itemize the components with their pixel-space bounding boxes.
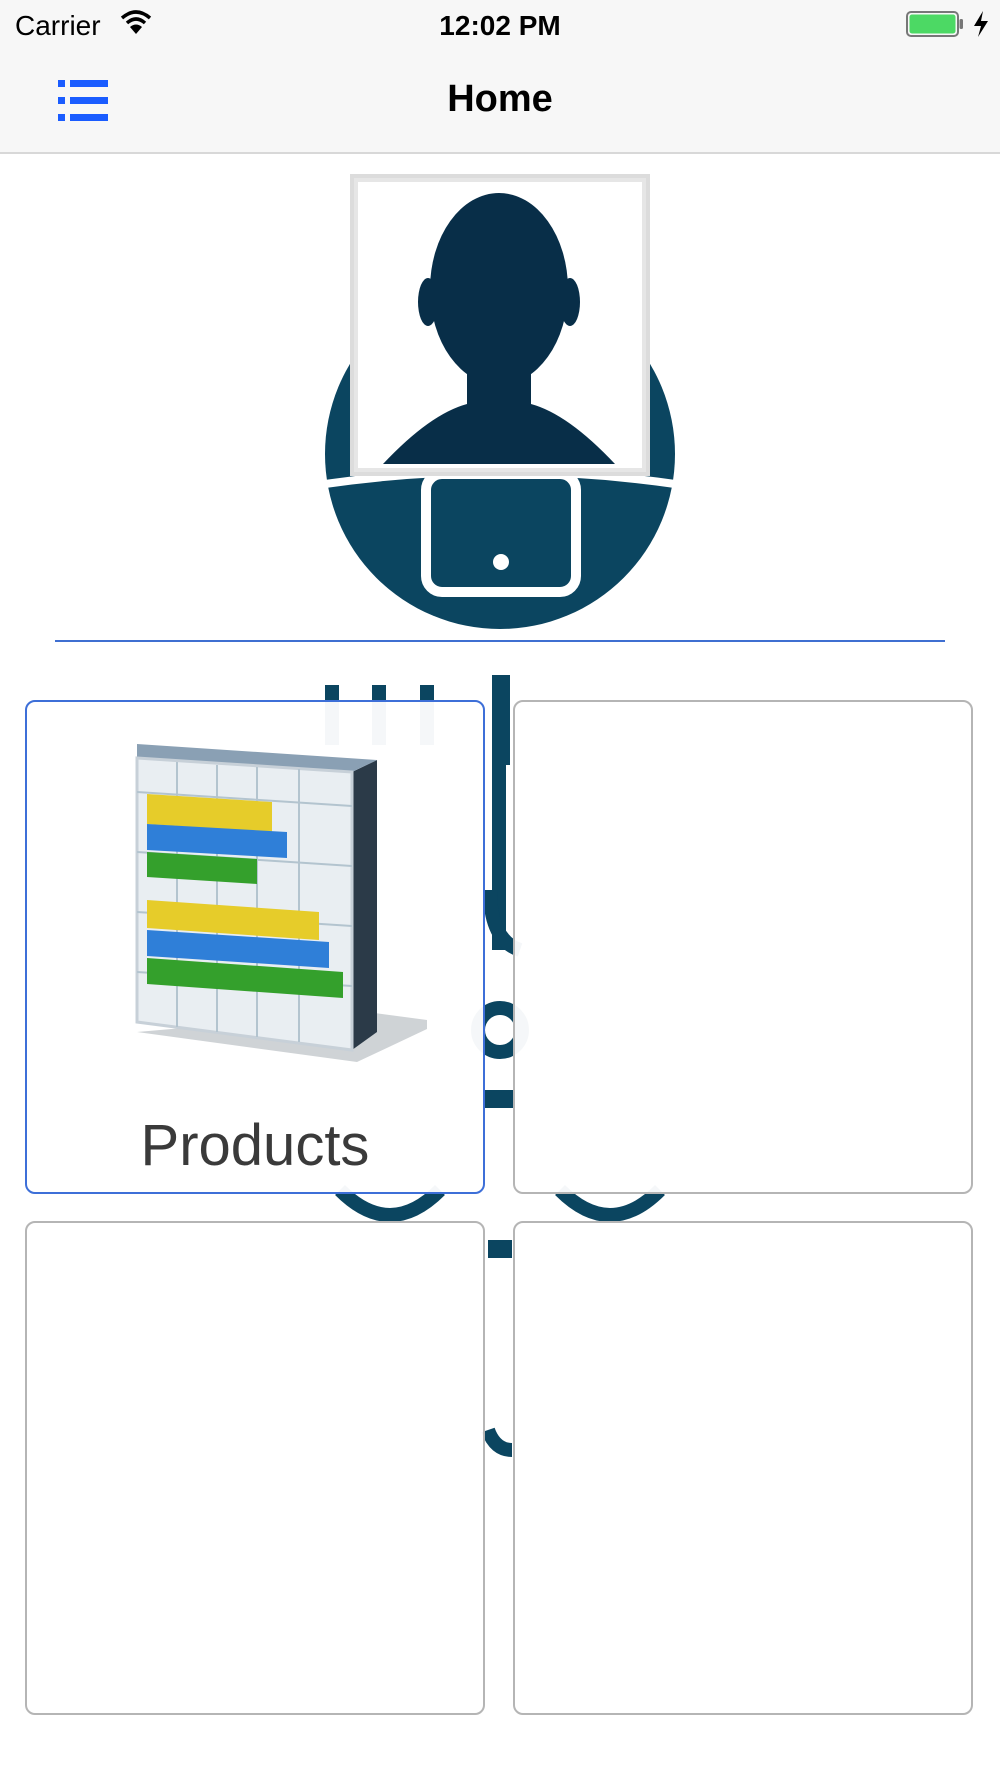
- status-time: 12:02 PM: [439, 10, 561, 41]
- person-silhouette-icon: [383, 193, 615, 464]
- empty-tile[interactable]: [513, 700, 973, 1194]
- wifi-icon: [120, 10, 152, 34]
- bar-chart-icon: [135, 744, 427, 1062]
- avatar-logo-image: [324, 174, 676, 629]
- battery-icon: [906, 11, 963, 37]
- status-bar: Carrier 12:02 PM: [0, 0, 1000, 50]
- navigation-bar: Home: [0, 50, 1000, 154]
- tile-label-products: Products: [140, 1113, 370, 1178]
- list-icon: [58, 80, 108, 121]
- page-title: Home: [447, 78, 553, 120]
- menu-button[interactable]: [58, 78, 110, 124]
- products-tile[interactable]: Products: [25, 700, 485, 1194]
- empty-tile[interactable]: [25, 1221, 485, 1715]
- divider: [55, 640, 945, 642]
- empty-tile[interactable]: [513, 1221, 973, 1715]
- charging-icon: [974, 11, 988, 37]
- carrier-label: Carrier: [15, 10, 101, 41]
- hero-logo: [0, 154, 1000, 654]
